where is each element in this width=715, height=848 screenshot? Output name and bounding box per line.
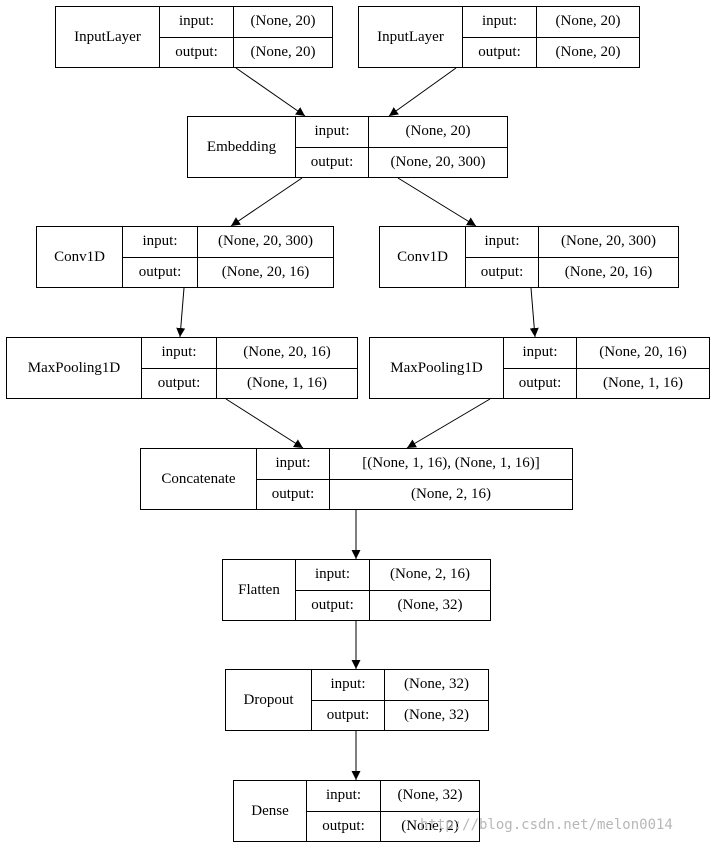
node-name: Concatenate bbox=[141, 449, 257, 509]
edge-conv1-pool1 bbox=[176, 287, 186, 338]
node-input-layer-2: InputLayer input: (None, 20) output: (No… bbox=[358, 6, 640, 68]
output-shape: (None, 2, 16) bbox=[411, 485, 491, 502]
output-label: output: bbox=[296, 590, 370, 620]
input-shape: (None, 20, 16) bbox=[577, 338, 709, 369]
node-name: Conv1D bbox=[37, 227, 123, 287]
input-shape: (None, 20, 300) bbox=[539, 227, 678, 258]
input-shape: (None, 32) bbox=[385, 670, 488, 701]
output-shape: (None, 32) bbox=[397, 596, 463, 613]
input-shape: (None, 2, 16) bbox=[370, 560, 490, 591]
output-label: output: bbox=[257, 479, 330, 509]
edge-pool2-concat bbox=[406, 398, 491, 449]
node-input-layer-1: InputLayer input: (None, 20) output: (No… bbox=[55, 6, 333, 68]
node-name: Conv1D bbox=[380, 227, 466, 287]
output-label: output: bbox=[463, 37, 537, 67]
node-dropout: Dropout input: (None, 32) output: (None,… bbox=[225, 669, 489, 731]
node-concatenate: Concatenate input: [(None, 1, 16), (None… bbox=[140, 448, 573, 510]
node-name: Embedding bbox=[188, 117, 296, 177]
output-shape: (None, 20, 16) bbox=[221, 263, 310, 280]
node-name: Dense bbox=[234, 781, 307, 841]
input-label: input: bbox=[307, 781, 381, 812]
input-label: input: bbox=[257, 449, 330, 480]
edge-input1-embed bbox=[235, 67, 306, 117]
edge-embed-conv2 bbox=[397, 177, 477, 227]
node-maxpooling1d-1: MaxPooling1D input: (None, 20, 16) outpu… bbox=[6, 337, 358, 399]
input-label: input: bbox=[296, 560, 370, 591]
output-label: output: bbox=[466, 257, 539, 287]
input-shape: (None, 20) bbox=[369, 117, 507, 148]
output-label: output: bbox=[504, 368, 577, 398]
edge-conv2-pool2 bbox=[529, 287, 539, 338]
output-shape: (None, 1, 16) bbox=[603, 374, 683, 391]
node-name: Dropout bbox=[226, 670, 312, 730]
node-conv1d-2: Conv1D input: (None, 20, 300) output: (N… bbox=[379, 226, 679, 288]
output-label: output: bbox=[160, 37, 234, 67]
node-name: MaxPooling1D bbox=[370, 338, 504, 398]
input-label: input: bbox=[123, 227, 198, 258]
output-shape: (None, 1, 16) bbox=[247, 374, 327, 391]
output-label: output: bbox=[307, 811, 381, 841]
output-shape: (None, 2) bbox=[401, 817, 459, 834]
node-name: Flatten bbox=[223, 560, 296, 620]
output-shape: (None, 20) bbox=[555, 43, 621, 60]
input-shape: (None, 20, 16) bbox=[217, 338, 357, 369]
node-dense: Dense input: (None, 32) output: (None, 2… bbox=[233, 780, 480, 842]
input-label: input: bbox=[463, 7, 537, 38]
edge-embed-conv1 bbox=[230, 177, 303, 227]
output-label: output: bbox=[312, 700, 385, 730]
node-name: InputLayer bbox=[56, 7, 160, 67]
edge-pool1-concat bbox=[225, 398, 304, 449]
input-label: input: bbox=[312, 670, 385, 701]
output-label: output: bbox=[123, 257, 198, 287]
input-label: input: bbox=[160, 7, 234, 38]
output-shape: (None, 20) bbox=[250, 43, 316, 60]
output-shape: (None, 32) bbox=[404, 706, 469, 723]
input-shape: (None, 20, 300) bbox=[198, 227, 333, 258]
output-label: output: bbox=[296, 147, 369, 177]
input-label: input: bbox=[466, 227, 539, 258]
input-shape: (None, 20) bbox=[537, 7, 639, 38]
watermark-text: http://blog.csdn.net/melon0014 bbox=[420, 817, 673, 833]
input-shape: [(None, 1, 16), (None, 1, 16)] bbox=[330, 449, 572, 480]
node-conv1d-1: Conv1D input: (None, 20, 300) output: (N… bbox=[36, 226, 334, 288]
input-label: input: bbox=[296, 117, 369, 148]
edge-input2-embed bbox=[388, 67, 457, 117]
output-label: output: bbox=[142, 368, 217, 398]
input-shape: (None, 32) bbox=[381, 781, 479, 812]
output-shape: (None, 20, 16) bbox=[564, 263, 653, 280]
node-flatten: Flatten input: (None, 2, 16) output: (No… bbox=[222, 559, 491, 621]
output-shape: (None, 20, 300) bbox=[390, 153, 486, 170]
node-maxpooling1d-2: MaxPooling1D input: (None, 20, 16) outpu… bbox=[369, 337, 710, 399]
input-shape: (None, 20) bbox=[234, 7, 332, 38]
input-label: input: bbox=[504, 338, 577, 369]
node-name: InputLayer bbox=[359, 7, 463, 67]
input-label: input: bbox=[142, 338, 217, 369]
node-name: MaxPooling1D bbox=[7, 338, 142, 398]
node-embedding: Embedding input: (None, 20) output: (Non… bbox=[187, 116, 508, 178]
